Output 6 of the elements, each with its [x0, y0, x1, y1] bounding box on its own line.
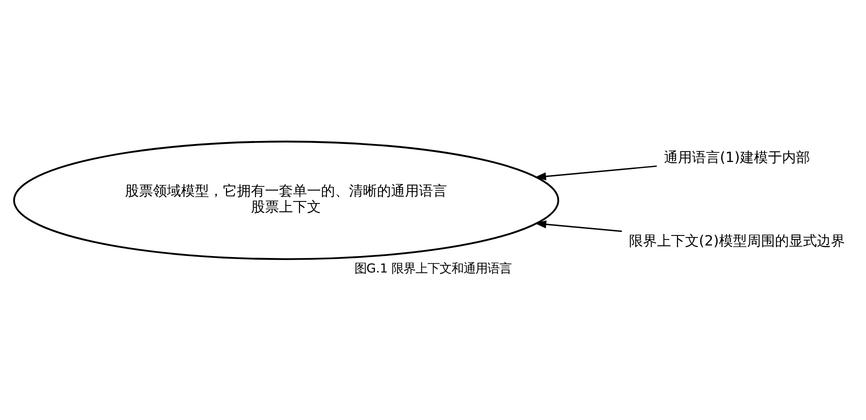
arrow — [534, 220, 622, 232]
arrow — [534, 164, 657, 180]
node-text: 通用语言(1)建模于内部 — [664, 150, 810, 166]
node-ellipse: 股票领域模型，它拥有一套单一的、清晰的通用语言 股票上下文 — [13, 140, 560, 260]
node-text: 限界上下文(2)模型周围的显式边界 — [628, 232, 845, 249]
caption: 图G.1 限界上下文和通用语言 — [354, 261, 512, 276]
